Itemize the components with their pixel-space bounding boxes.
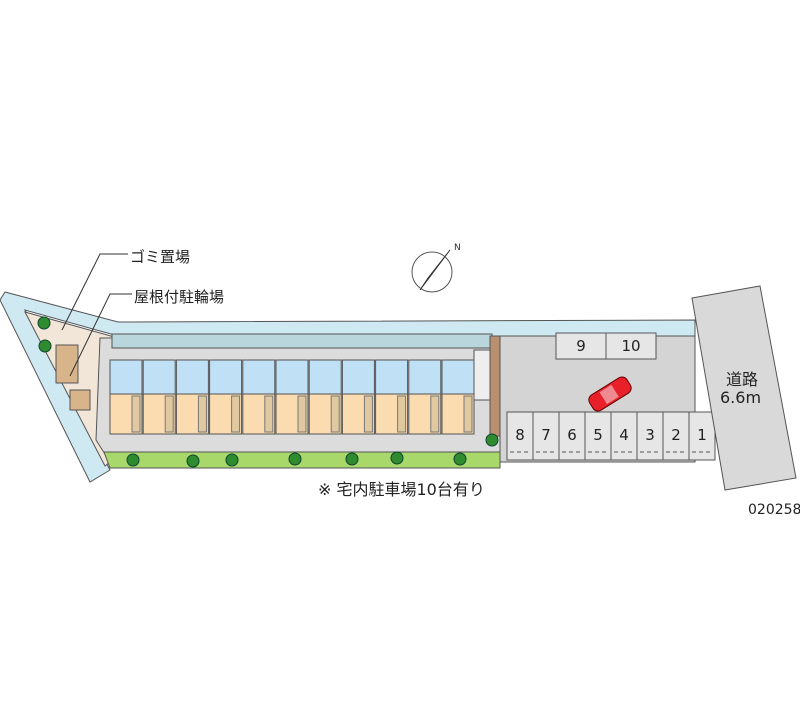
tree-icon bbox=[225, 453, 239, 467]
parking-number: 7 bbox=[541, 426, 551, 444]
parking-space-8: 8 bbox=[506, 411, 534, 461]
trees bbox=[37, 316, 499, 468]
bicycle-leader bbox=[69, 293, 132, 377]
parking-space-9: 9 bbox=[555, 332, 607, 360]
apartment-unit bbox=[175, 359, 209, 435]
parking-number: 10 bbox=[621, 337, 640, 355]
apartment-unit bbox=[142, 359, 176, 435]
parking-space-2: 2 bbox=[662, 411, 690, 461]
tree-icon bbox=[390, 451, 404, 465]
apartment-unit bbox=[375, 359, 409, 435]
hedge-strip bbox=[103, 451, 501, 469]
garbage-label: ゴミ置場 bbox=[130, 248, 191, 266]
bicycle-parking bbox=[55, 344, 79, 384]
parking-space-4: 4 bbox=[610, 411, 638, 461]
north-compass-icon: N bbox=[411, 243, 461, 293]
apartment-unit bbox=[242, 359, 276, 435]
apartment-unit bbox=[275, 359, 309, 435]
roof-canopy bbox=[111, 333, 493, 349]
parking-number: 5 bbox=[593, 426, 603, 444]
garbage-leader bbox=[61, 253, 128, 331]
parking-space-7: 7 bbox=[532, 411, 560, 461]
tree-icon bbox=[126, 453, 140, 467]
apartment-unit bbox=[408, 359, 442, 435]
parking-number: 1 bbox=[697, 426, 707, 444]
tree-icon bbox=[345, 452, 359, 466]
stairs bbox=[473, 349, 491, 401]
tree-icon bbox=[38, 339, 52, 353]
parking-number: 9 bbox=[576, 337, 586, 355]
canal bbox=[0, 291, 696, 483]
apartment-unit bbox=[109, 359, 143, 435]
apartment-unit bbox=[308, 359, 342, 435]
car-icon bbox=[588, 376, 632, 412]
road-label: 道路 bbox=[726, 370, 759, 389]
parking-number: 3 bbox=[645, 426, 655, 444]
parking-number: 2 bbox=[671, 426, 681, 444]
tree-icon bbox=[186, 454, 200, 468]
apartment-unit bbox=[209, 359, 243, 435]
parking-space-3: 3 bbox=[636, 411, 664, 461]
apartment-unit bbox=[341, 359, 375, 435]
parking-number: 4 bbox=[619, 426, 629, 444]
tree-icon bbox=[453, 452, 467, 466]
tree-icon bbox=[485, 433, 499, 447]
apartment-unit bbox=[441, 359, 475, 435]
parking-number: 6 bbox=[567, 426, 577, 444]
tree-icon bbox=[288, 452, 302, 466]
svg-text:N: N bbox=[454, 243, 461, 253]
parking-number: 8 bbox=[515, 426, 525, 444]
parking-space-6: 6 bbox=[558, 411, 586, 461]
road-width: 6.6m bbox=[720, 388, 762, 407]
apartment-building bbox=[109, 359, 475, 435]
parking-space-5: 5 bbox=[584, 411, 612, 461]
garbage-area bbox=[69, 389, 91, 411]
parking-space-10: 10 bbox=[605, 332, 657, 360]
planting-bed bbox=[489, 335, 501, 437]
bicycle-parking-label: 屋根付駐輪場 bbox=[134, 288, 225, 306]
parking-space-1: 1 bbox=[688, 411, 716, 461]
road bbox=[691, 285, 797, 491]
parking-note: ※ 宅内駐車場10台有り bbox=[318, 480, 485, 499]
tree-icon bbox=[37, 316, 51, 330]
property-id: 020258 bbox=[748, 502, 800, 518]
